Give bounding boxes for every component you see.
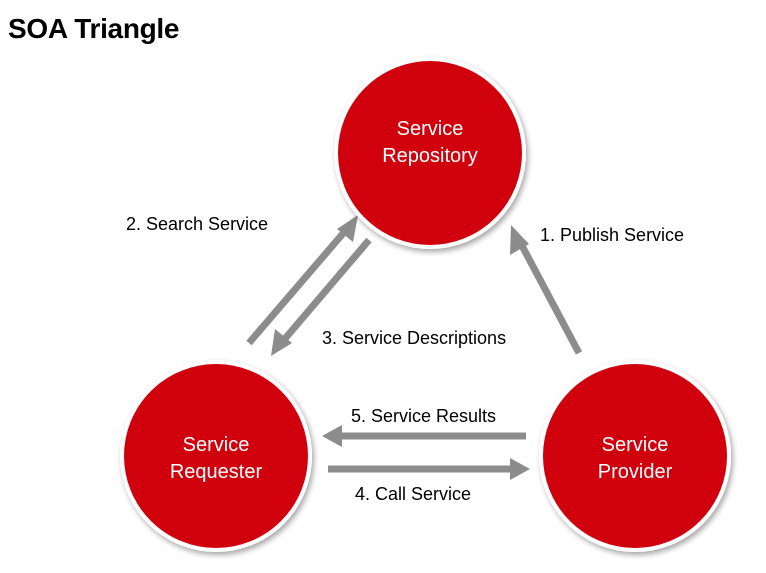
node-provider-line1: Service xyxy=(602,434,669,456)
arrow-search-service xyxy=(246,215,358,346)
node-repository-line2: Repository xyxy=(382,145,478,167)
node-requester-line1: Service xyxy=(183,434,250,456)
node-service-requester: Service Requester xyxy=(120,360,312,552)
label-service-results: 5. Service Results xyxy=(351,406,496,426)
node-provider-line2: Provider xyxy=(598,461,673,483)
arrow-service-results xyxy=(322,425,526,447)
arrow-publish-service xyxy=(510,225,583,355)
page-title: SOA Triangle xyxy=(8,13,180,44)
arrow-call-service xyxy=(328,458,530,480)
node-service-repository: Service Repository xyxy=(334,57,526,249)
node-service-provider: Service Provider xyxy=(539,360,731,552)
node-requester-line2: Requester xyxy=(170,461,263,483)
node-repository-line1: Service xyxy=(397,118,464,140)
arrow-service-descriptions xyxy=(271,237,372,356)
label-publish-service: 1. Publish Service xyxy=(540,225,684,245)
label-search-service: 2. Search Service xyxy=(126,214,268,234)
label-service-descriptions: 3. Service Descriptions xyxy=(322,328,506,348)
label-call-service: 4. Call Service xyxy=(355,484,471,504)
